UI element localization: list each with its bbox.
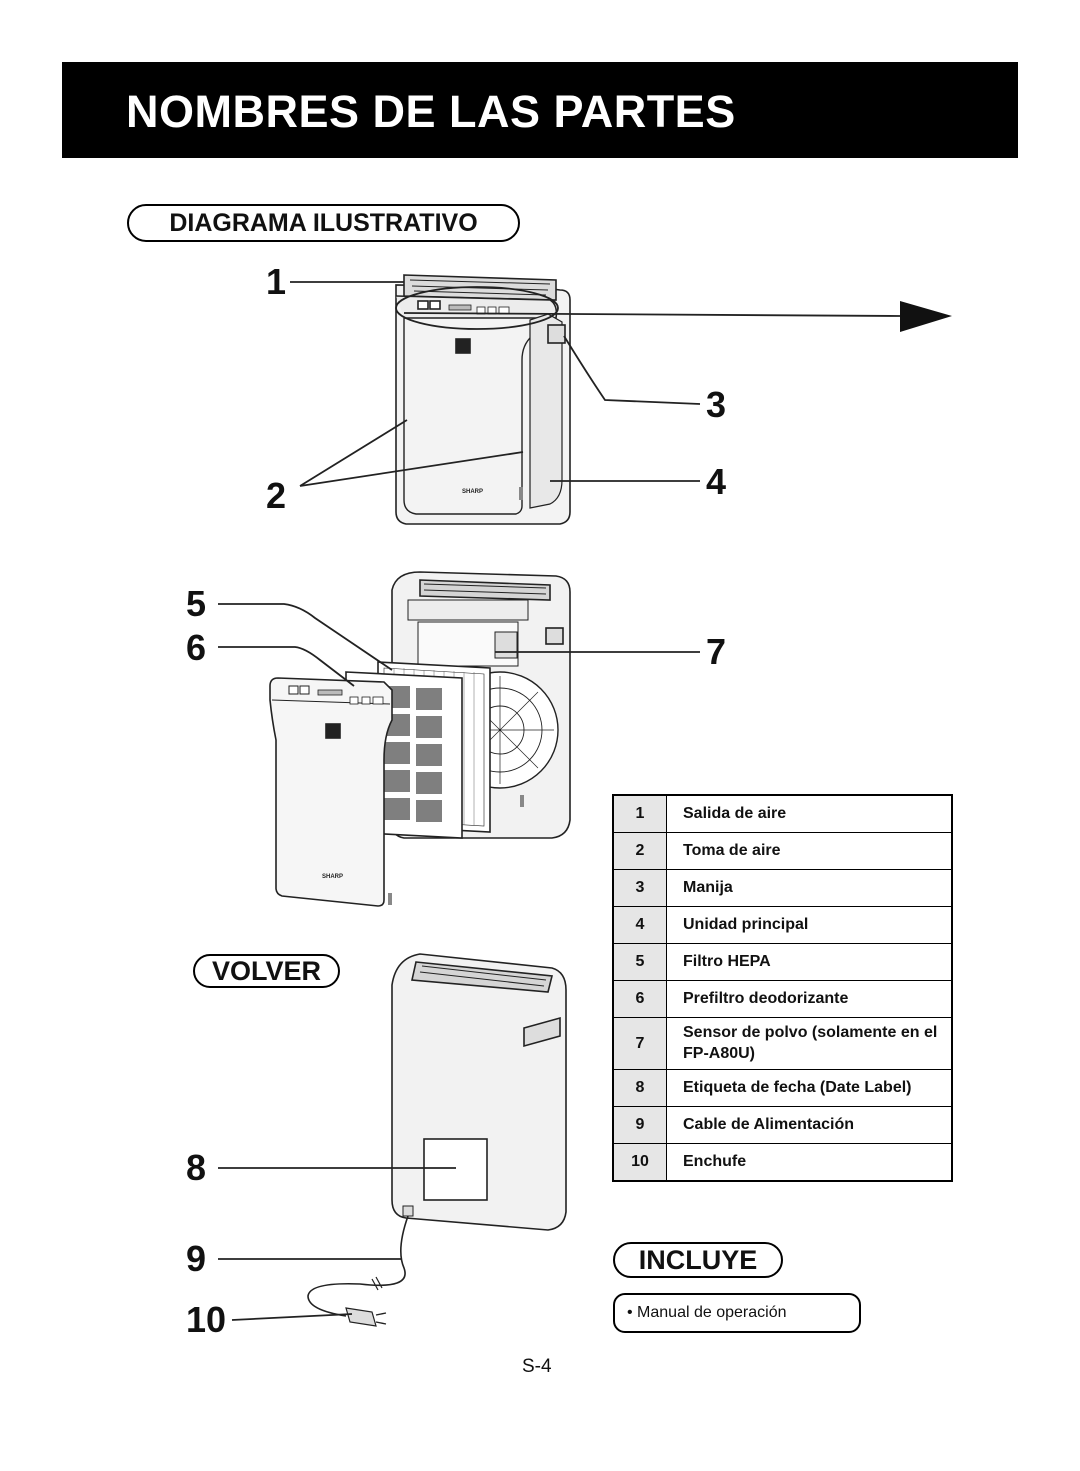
part-label: Toma de aire bbox=[666, 832, 952, 870]
part-label: Sensor de polvo (solamente en el FP-A80U… bbox=[666, 1017, 952, 1070]
callout-5: 5 bbox=[186, 583, 207, 624]
part-number: 8 bbox=[613, 1069, 667, 1107]
part-number: 9 bbox=[613, 1106, 667, 1144]
part-label: Cable de Alimentación bbox=[666, 1106, 952, 1144]
part-label: Manija bbox=[666, 869, 952, 907]
section-heading-volver: VOLVER bbox=[193, 954, 340, 988]
part-label: Salida de aire bbox=[666, 795, 952, 833]
part-number: 2 bbox=[613, 832, 667, 870]
part-label: Unidad principal bbox=[666, 906, 952, 944]
rear-unit-drawing bbox=[307, 953, 567, 1327]
callout-1: 1 bbox=[266, 261, 287, 302]
part-number: 1 bbox=[613, 795, 667, 833]
part-label: Filtro HEPA bbox=[666, 943, 952, 981]
callout-4: 4 bbox=[706, 461, 727, 502]
section-heading-diagram: DIAGRAMA ILUSTRATIVO bbox=[127, 204, 520, 242]
part-number: 3 bbox=[613, 869, 667, 907]
page-title: NOMBRES DE LAS PARTES bbox=[126, 86, 736, 137]
callout-8: 8 bbox=[186, 1147, 207, 1188]
title-banner: NOMBRES DE LAS PARTES bbox=[62, 62, 1018, 158]
brand-logo-front: SHARP bbox=[462, 489, 483, 495]
callout-2: 2 bbox=[266, 475, 287, 516]
part-number: 10 bbox=[613, 1143, 667, 1182]
section-heading-incluye: INCLUYE bbox=[613, 1242, 783, 1278]
part-label: Enchufe bbox=[666, 1143, 952, 1182]
part-number: 6 bbox=[613, 980, 667, 1018]
includes-item: • Manual de operación bbox=[613, 1293, 861, 1333]
callout-9: 9 bbox=[186, 1238, 207, 1279]
page-number: S-4 bbox=[522, 1356, 552, 1377]
part-number: 5 bbox=[613, 943, 667, 981]
part-number: 7 bbox=[613, 1017, 667, 1070]
brand-logo-panel: SHARP bbox=[322, 874, 343, 880]
part-number: 4 bbox=[613, 906, 667, 944]
callout-7: 7 bbox=[706, 631, 727, 672]
part-label: Etiqueta de fecha (Date Label) bbox=[666, 1069, 952, 1107]
callout-10: 10 bbox=[186, 1299, 227, 1340]
callout-3: 3 bbox=[706, 384, 727, 425]
part-label: Prefiltro deodorizante bbox=[666, 980, 952, 1018]
callout-6: 6 bbox=[186, 627, 207, 668]
front-panel-drawing bbox=[269, 677, 393, 907]
